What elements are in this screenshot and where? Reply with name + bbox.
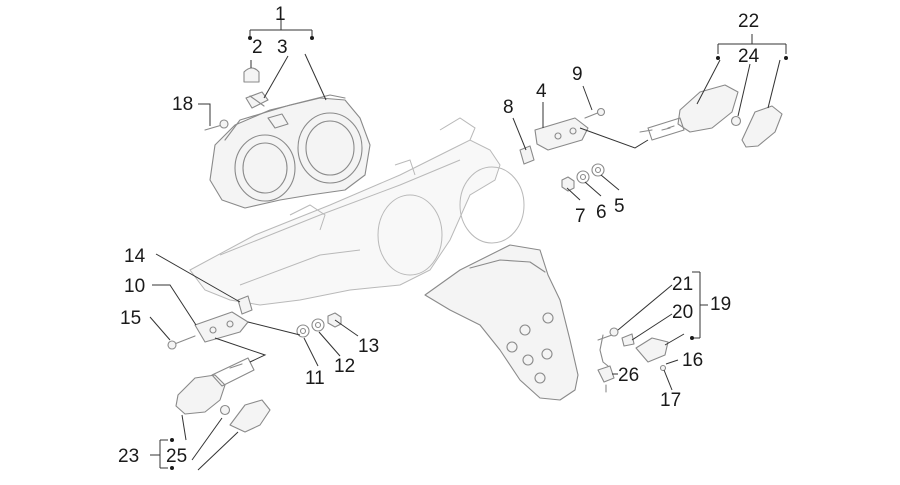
callout-4: 4 (536, 81, 547, 102)
bracket-26 (597, 365, 615, 393)
rear-frame-ghost (189, 117, 525, 306)
screw-18 (204, 119, 229, 131)
holder-21 (609, 327, 619, 337)
callout-25: 25 (166, 446, 187, 467)
washer-6 (576, 170, 590, 184)
nut-13 (327, 312, 342, 328)
bracket-dots (170, 36, 788, 470)
callout-22: 22 (738, 11, 759, 32)
screw-15 (167, 335, 196, 350)
license-light-socket (597, 334, 613, 367)
screw-17 (659, 364, 667, 372)
leader-lines (149, 20, 787, 471)
bracket-10 (194, 311, 249, 343)
callout-10: 10 (124, 276, 145, 297)
callout-21: 21 (672, 274, 693, 295)
callout-9: 9 (572, 64, 583, 85)
callout-24: 24 (738, 46, 760, 67)
right-turn-signal (639, 84, 739, 141)
lens-25 (229, 399, 271, 433)
tail-light-assembly (209, 94, 371, 209)
callout-19: 19 (710, 294, 731, 315)
callout-16: 16 (682, 350, 703, 371)
left-turn-signal (175, 357, 255, 415)
callout-12: 12 (334, 356, 355, 377)
callout-6: 6 (596, 202, 607, 223)
callout-26: 26 (618, 365, 639, 386)
callout-5: 5 (614, 196, 625, 217)
callout-13: 13 (358, 336, 379, 357)
screw-9 (584, 107, 606, 119)
bulb-25 (219, 404, 231, 416)
lens-24 (741, 105, 783, 148)
callout-14: 14 (124, 246, 146, 267)
clip-8 (519, 145, 535, 165)
nut-7 (561, 176, 575, 192)
callout-3: 3 (277, 37, 288, 58)
callout-20: 20 (672, 302, 693, 323)
callout-18: 18 (172, 94, 193, 115)
callout-17: 17 (660, 390, 681, 411)
bulb-3 (245, 91, 269, 109)
callout-1: 1 (275, 4, 286, 25)
washer-5 (591, 163, 605, 177)
callout-7: 7 (575, 206, 586, 227)
callout-labels: 1 2 3 18 8 4 9 22 24 5 6 7 14 10 15 11 1… (118, 4, 760, 467)
callout-11: 11 (305, 368, 325, 389)
callout-23: 23 (118, 446, 139, 467)
bulb-24 (730, 115, 742, 127)
license-plate-holder (424, 244, 579, 401)
callout-2: 2 (252, 37, 263, 58)
bulb-2 (243, 67, 260, 83)
callout-15: 15 (120, 308, 141, 329)
washer-12 (311, 318, 325, 332)
clip-14 (237, 295, 253, 315)
license-light-lens (635, 337, 669, 363)
bracket-4 (534, 117, 589, 151)
callout-8: 8 (503, 97, 514, 118)
washer-11 (296, 324, 310, 338)
bulb-20 (621, 333, 635, 347)
